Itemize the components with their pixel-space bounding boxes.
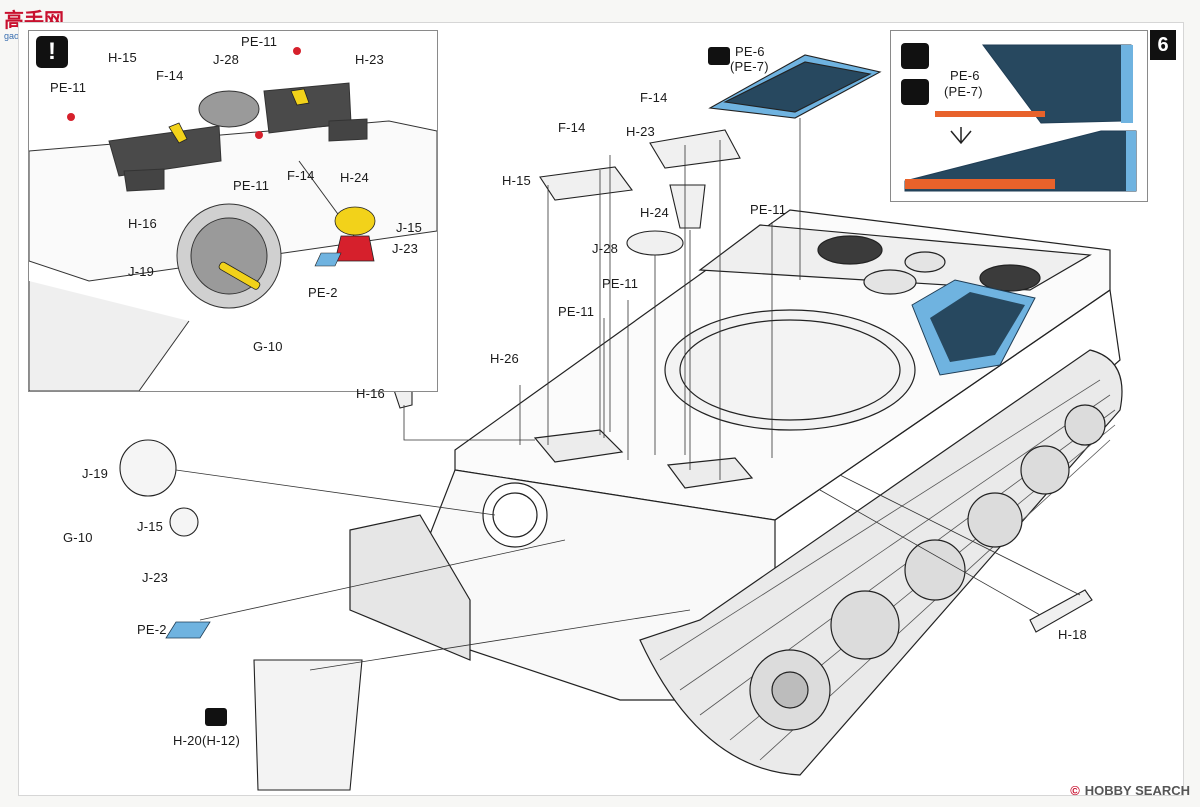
label-j19: J-19 — [128, 264, 155, 279]
label-j28: J-28 — [592, 241, 619, 256]
footer-brand-text: HOBBY SEARCH — [1084, 783, 1190, 798]
label-h24: H-24 — [340, 170, 369, 185]
label-h18: H-18 — [1058, 627, 1087, 642]
label-f14-b: F-14 — [558, 120, 586, 135]
label-inset-pe7: (PE-7) — [944, 84, 983, 99]
label-h20: H-20(H-12) — [173, 733, 241, 748]
label-h24: H-24 — [640, 205, 669, 220]
label-pe11-left: PE-11 — [50, 80, 87, 95]
warning-icon: ! — [36, 36, 68, 68]
label-f14-b: F-14 — [287, 168, 315, 183]
label-h15: H-15 — [502, 173, 531, 188]
photo-etch-icon — [708, 47, 730, 65]
inset-right-art — [904, 44, 1137, 192]
label-pe11-c: PE-11 — [558, 304, 595, 319]
label-inset-pe6: PE-6 — [950, 68, 980, 83]
label-h16: H-16 — [128, 216, 157, 231]
label-pe11-b: PE-11 — [602, 276, 639, 291]
label-j15: J-15 — [137, 519, 164, 534]
footer-brand: © HOBBY SEARCH — [1070, 783, 1190, 798]
label-g10: G-10 — [63, 530, 93, 545]
label-pe2: PE-2 — [137, 622, 167, 637]
label-f14-a: F-14 — [640, 90, 668, 105]
label-h23: H-23 — [626, 124, 655, 139]
inset-left-art — [29, 47, 437, 391]
step-number-badge: 6 — [1150, 30, 1176, 60]
label-g10: G-10 — [253, 339, 283, 354]
label-h15: H-15 — [108, 50, 137, 65]
flip-up-icon — [901, 43, 929, 69]
label-pe7: (PE-7) — [730, 59, 769, 74]
label-h16: H-16 — [356, 386, 385, 401]
label-j23: J-23 — [392, 241, 419, 256]
label-pe2: PE-2 — [308, 285, 338, 300]
label-pe6: PE-6 — [735, 44, 765, 59]
detail-inset-right — [890, 30, 1148, 202]
label-j23: J-23 — [142, 570, 169, 585]
label-j15: J-15 — [396, 220, 423, 235]
label-j28: J-28 — [213, 52, 240, 67]
bend-icon — [901, 79, 929, 105]
label-pe11-top: PE-11 — [241, 34, 278, 49]
hobby-search-icon: © — [1070, 783, 1080, 798]
label-h26: H-26 — [490, 351, 519, 366]
label-pe11-a: PE-11 — [750, 202, 787, 217]
warning-symbol: ! — [48, 38, 56, 65]
label-j19: J-19 — [82, 466, 109, 481]
label-h23: H-23 — [355, 52, 384, 67]
step-number: 6 — [1157, 33, 1169, 56]
detail-inset-left — [28, 30, 438, 392]
label-pe11-mid: PE-11 — [233, 178, 270, 193]
label-f14-a: F-14 — [156, 68, 184, 83]
photo-etch-icon-alt — [205, 708, 227, 726]
